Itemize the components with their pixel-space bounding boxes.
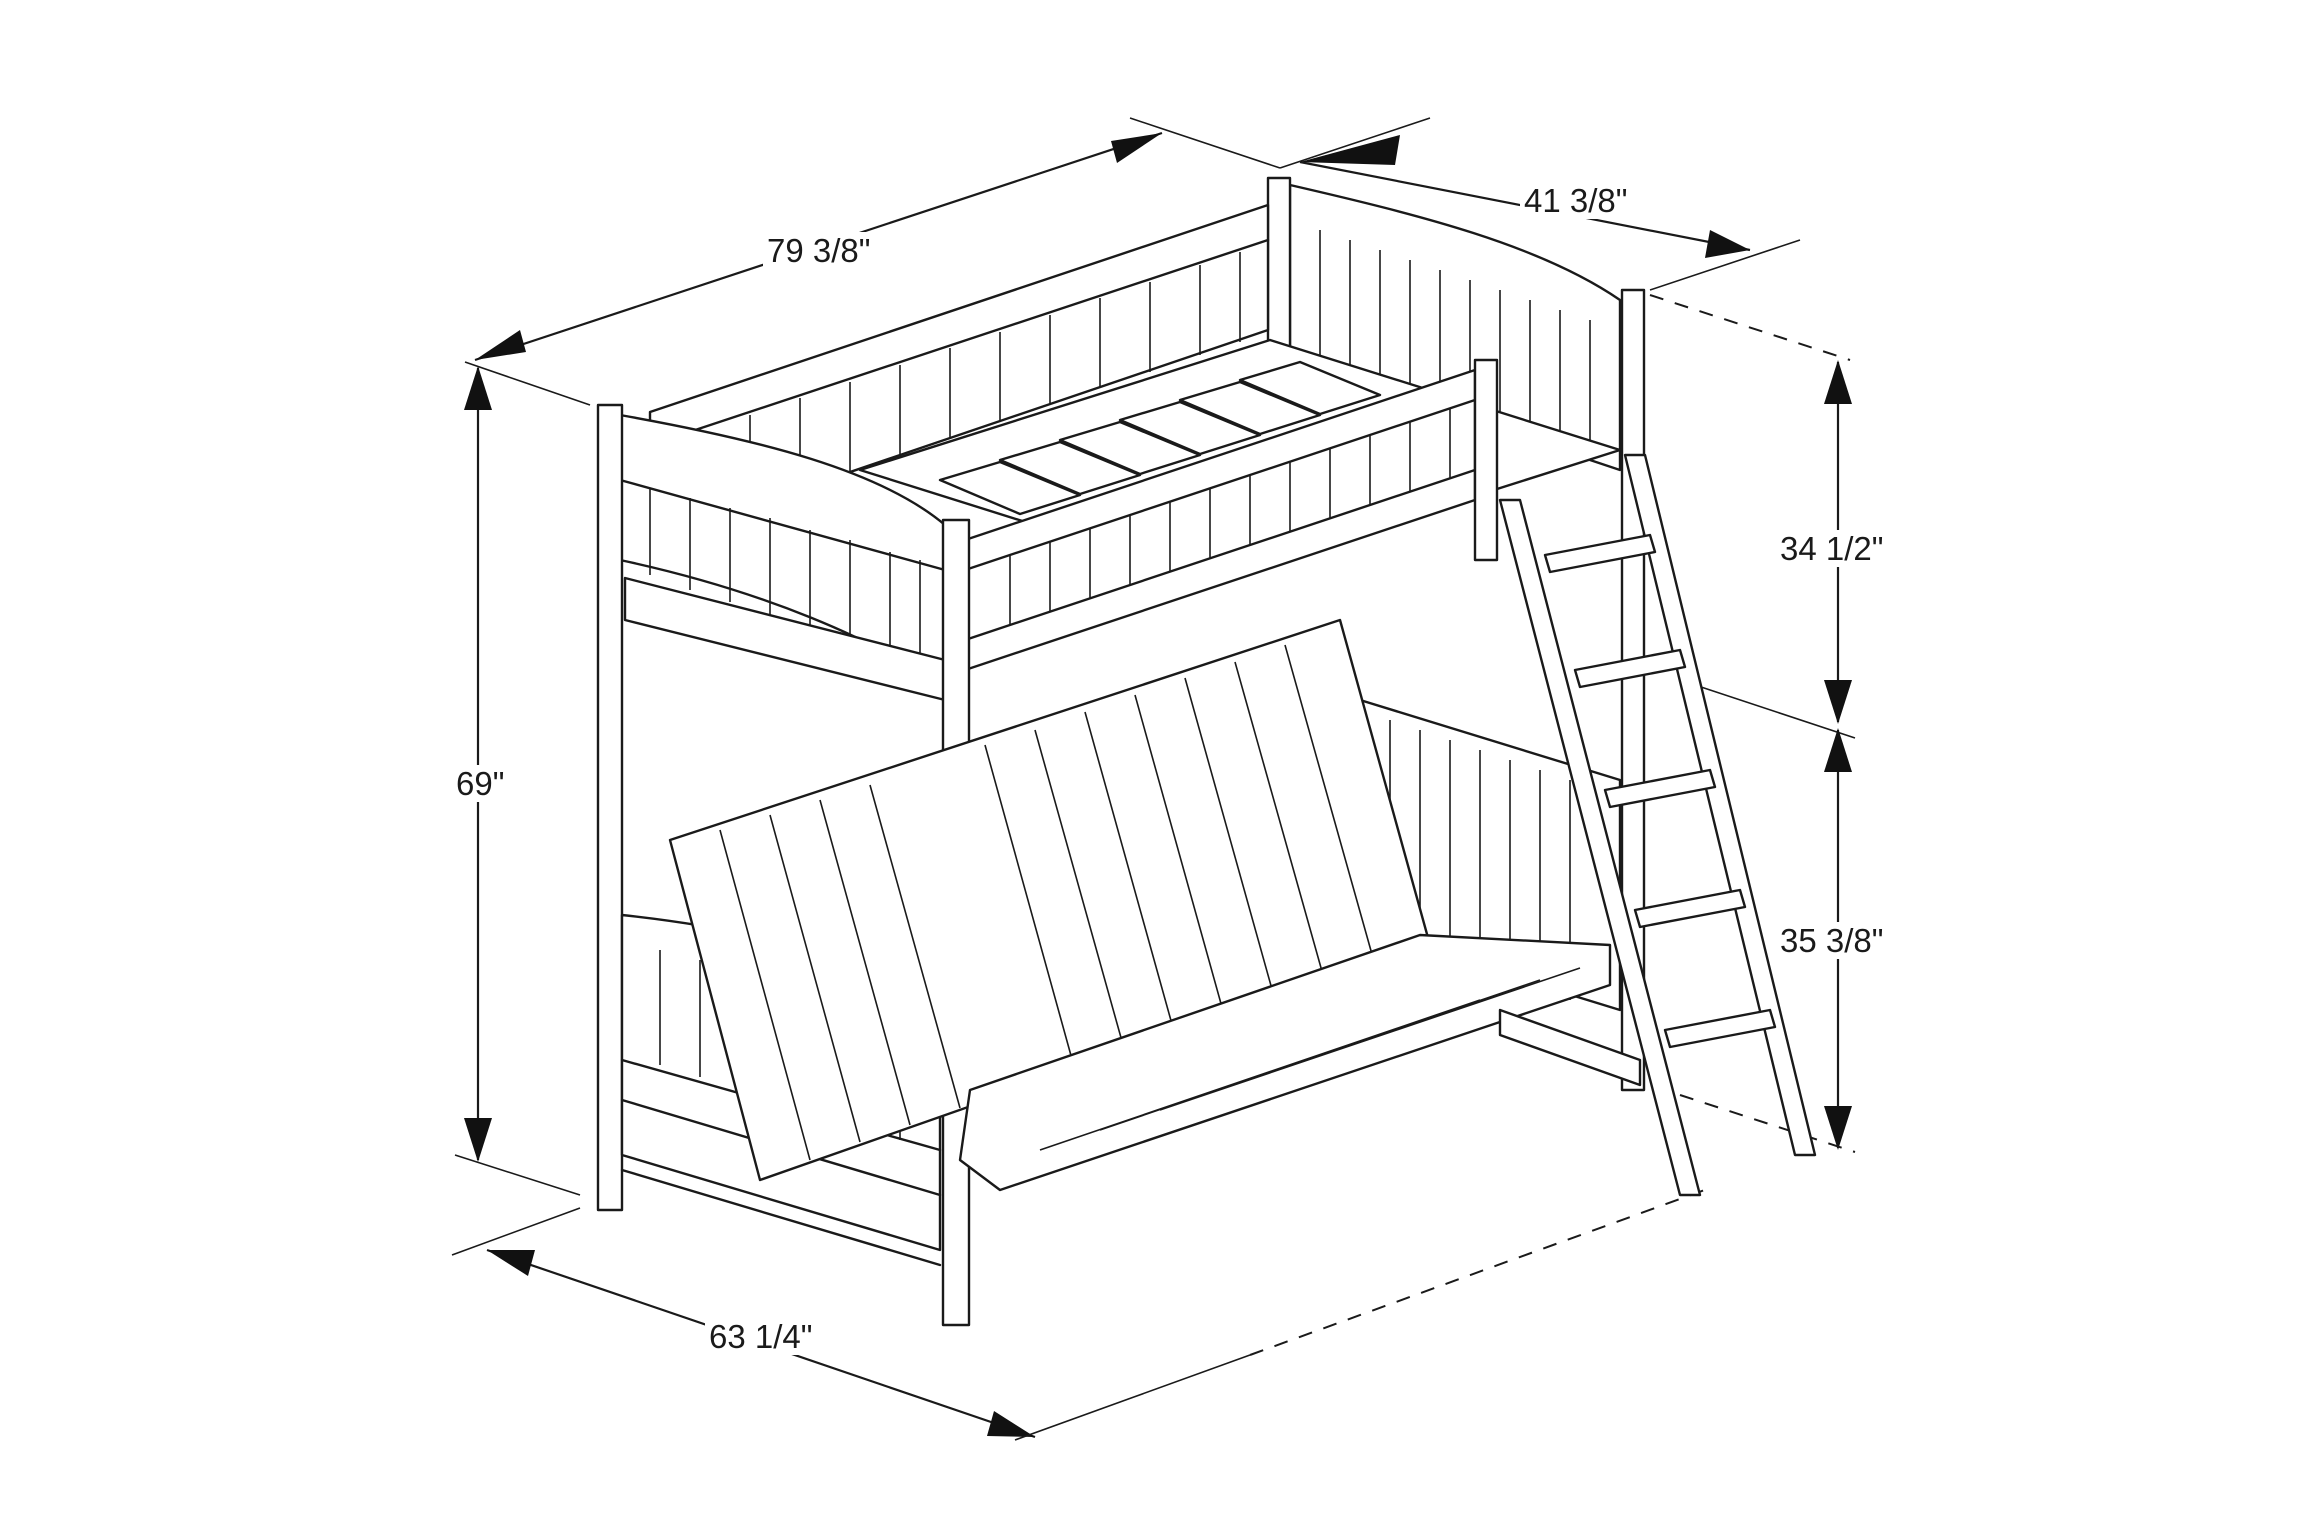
dimension-lower-height-label: 35 3/8" (1776, 922, 1888, 959)
front-headboard (618, 413, 947, 702)
bunk-bed-frame (596, 176, 1817, 1327)
lower-side-rail (1498, 1008, 1642, 1087)
front-left-post (596, 403, 624, 1212)
dimension-width-label: 41 3/8" (1520, 182, 1632, 219)
dimension-total-height-label: 69" (452, 765, 509, 802)
futon-backrest (668, 618, 1432, 1182)
dimension-upper-height-label: 34 1/2" (1776, 530, 1888, 567)
front-upper-guardrail (963, 358, 1499, 672)
dimension-base-depth-label: 63 1/4" (705, 1318, 817, 1355)
back-headboard (1288, 183, 1622, 472)
dimension-lines (451, 117, 1856, 1441)
ladder (1498, 453, 1817, 1197)
dimension-length-label: 79 3/8" (763, 232, 875, 269)
futon-seat (958, 933, 1612, 1192)
